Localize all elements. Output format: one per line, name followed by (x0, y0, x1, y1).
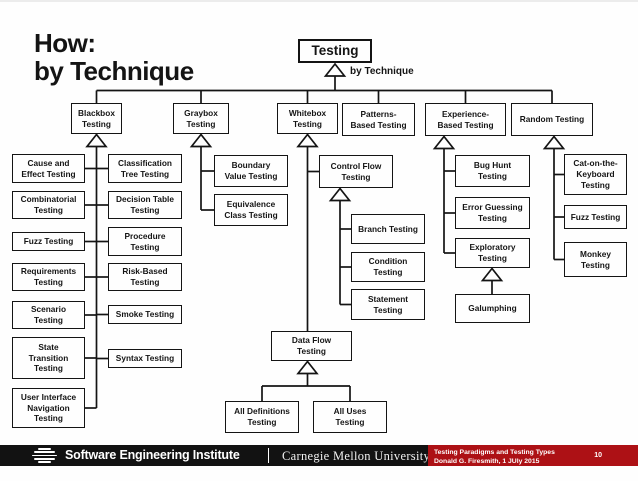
node-risk-based-testing: Risk-Based Testing (108, 263, 182, 291)
generalization-arrow-icon (85, 133, 108, 148)
node-random-testing: Random Testing (511, 103, 593, 136)
node-state-transition-testing: State Transition Testing (12, 337, 85, 379)
node-galumphing: Galumphing (455, 294, 530, 323)
footer-divider (268, 448, 269, 463)
discriminator-label: by Technique (350, 66, 414, 77)
node-scenario-testing: Scenario Testing (12, 301, 85, 329)
node-data-flow-testing: Data Flow Testing (271, 331, 352, 361)
footer-deck-title: Testing Paradigms and Testing Types Dona… (434, 448, 555, 465)
generalization-arrow-icon (296, 360, 319, 375)
node-requirements-testing: Requirements Testing (12, 263, 85, 291)
node-experience-based-testing: Experience- Based Testing (425, 103, 506, 136)
node-ui-navigation-testing: User Interface Navigation Testing (12, 388, 85, 428)
generalization-arrow-icon (328, 187, 352, 202)
footer-deck-info: Testing Paradigms and Testing Types Dona… (428, 445, 638, 466)
node-cat-on-keyboard-testing: Cat-on-the- Keyboard Testing (564, 154, 627, 195)
node-branch-testing: Branch Testing (351, 214, 425, 244)
node-smoke-testing: Smoke Testing (108, 305, 182, 324)
node-all-uses-testing: All Uses Testing (313, 401, 387, 433)
generalization-arrow-icon (432, 135, 456, 150)
node-condition-testing: Condition Testing (351, 252, 425, 282)
node-decision-table-testing: Decision Table Testing (108, 191, 182, 219)
node-monkey-testing: Monkey Testing (564, 242, 627, 277)
node-statement-testing: Statement Testing (351, 289, 425, 320)
node-cause-effect-testing: Cause and Effect Testing (12, 154, 85, 183)
footer-university: Carnegie Mellon University (282, 449, 431, 463)
node-control-flow-testing: Control Flow Testing (319, 155, 393, 188)
node-blackbox-testing: Blackbox Testing (71, 103, 122, 134)
node-exploratory-testing: Exploratory Testing (455, 238, 530, 268)
node-all-definitions-testing: All Definitions Testing (225, 401, 299, 433)
footer-bar: Software Engineering Institute Carnegie … (0, 445, 638, 466)
node-fuzz-testing: Fuzz Testing (12, 232, 85, 251)
node-boundary-value-testing: Boundary Value Testing (214, 155, 288, 187)
node-bug-hunt-testing: Bug Hunt Testing (455, 155, 530, 187)
generalization-arrow-icon (189, 133, 213, 148)
page-number: 10 (594, 452, 602, 459)
node-patterns-based-testing: Patterns- Based Testing (342, 103, 415, 136)
slide-title: How: by Technique (34, 28, 194, 87)
node-combinatorial-testing: Combinatorial Testing (12, 191, 85, 219)
node-syntax-testing: Syntax Testing (108, 349, 182, 368)
generalization-arrow-icon (323, 62, 347, 77)
node-equivalence-class-testing: Equivalence Class Testing (214, 194, 288, 226)
node-whitebox-testing: Whitebox Testing (277, 103, 338, 134)
node-classification-tree-testing: Classification Tree Testing (108, 154, 182, 183)
node-testing: Testing (298, 39, 372, 63)
node-error-guessing-testing: Error Guessing Testing (455, 197, 530, 229)
generalization-arrow-icon (296, 133, 319, 148)
sei-logo-icon (31, 447, 57, 464)
footer-brand: Software Engineering Institute (65, 448, 240, 462)
node-graybox-testing: Graybox Testing (173, 103, 229, 134)
node-procedure-testing: Procedure Testing (108, 227, 182, 256)
node-fuzz-testing-random: Fuzz Testing (564, 205, 627, 229)
generalization-arrow-icon (480, 267, 504, 282)
generalization-arrow-icon (542, 135, 566, 150)
